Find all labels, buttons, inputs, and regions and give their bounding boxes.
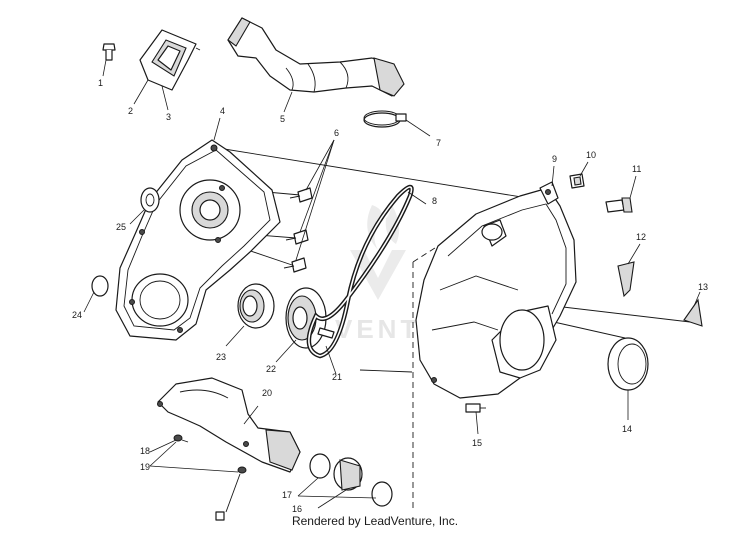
part-13-decal[interactable]: [683, 298, 703, 327]
callout-12: 12: [636, 232, 646, 242]
callout-21: 21: [332, 372, 342, 382]
callout-1: 1: [98, 78, 103, 88]
callout-22: 22: [266, 364, 276, 374]
callout-14: 14: [622, 424, 632, 434]
part-14-cap[interactable]: [607, 337, 649, 391]
callout-15: 15: [472, 438, 482, 448]
render-credit: Rendered by LeadVenture, Inc.: [291, 514, 459, 528]
callout-17: 17: [282, 490, 292, 500]
part-4-inner-cover[interactable]: [115, 139, 281, 341]
callout-4: 4: [220, 106, 225, 116]
part-25-washer[interactable]: [140, 187, 160, 213]
part-1-screw[interactable]: [102, 43, 116, 61]
callout-13: 13: [698, 282, 708, 292]
callout-18: 18: [140, 446, 150, 456]
part-5-intake-duct[interactable]: [227, 17, 405, 97]
part-10-decal[interactable]: [569, 173, 585, 189]
part-12-decal[interactable]: [617, 261, 635, 298]
part-9-outer-cover[interactable]: [415, 181, 577, 399]
part-6-bolts[interactable]: [283, 187, 313, 273]
callout-labels: 1 2 3 4 5 6 7 8 9 10 11 12 13 14 15 16 1…: [72, 78, 708, 514]
callout-3: 3: [166, 112, 171, 122]
part-2-3-intake-boot[interactable]: [139, 29, 197, 91]
part-8-drive-belt[interactable]: [306, 184, 414, 359]
callout-9: 9: [552, 154, 557, 164]
callout-24: 24: [72, 310, 82, 320]
callout-2: 2: [128, 106, 133, 116]
callout-10: 10: [586, 150, 596, 160]
part-16-17-coupler-clamps[interactable]: [309, 453, 393, 507]
callout-16: 16: [292, 504, 302, 514]
callout-11: 11: [632, 164, 641, 174]
part-15-screw[interactable]: [465, 403, 486, 413]
part-18-19-fasteners[interactable]: [173, 434, 247, 521]
part-24-plug[interactable]: [91, 275, 109, 297]
part-11-screw[interactable]: [605, 197, 633, 213]
alignment-lines: [217, 147, 691, 510]
callout-20: 20: [262, 388, 272, 398]
part-7-hose-clamp[interactable]: [363, 110, 407, 128]
part-21-screw[interactable]: [317, 327, 335, 339]
callout-5: 5: [280, 114, 285, 124]
part-23-seal[interactable]: [237, 283, 275, 329]
callout-25: 25: [116, 222, 126, 232]
callout-6: 6: [334, 128, 339, 138]
part-20-exhaust-duct[interactable]: [157, 377, 301, 473]
callout-8: 8: [432, 196, 437, 206]
callout-19: 19: [140, 462, 150, 472]
callout-23: 23: [216, 352, 226, 362]
callout-7: 7: [436, 138, 441, 148]
leader-lines: [83, 47, 701, 509]
